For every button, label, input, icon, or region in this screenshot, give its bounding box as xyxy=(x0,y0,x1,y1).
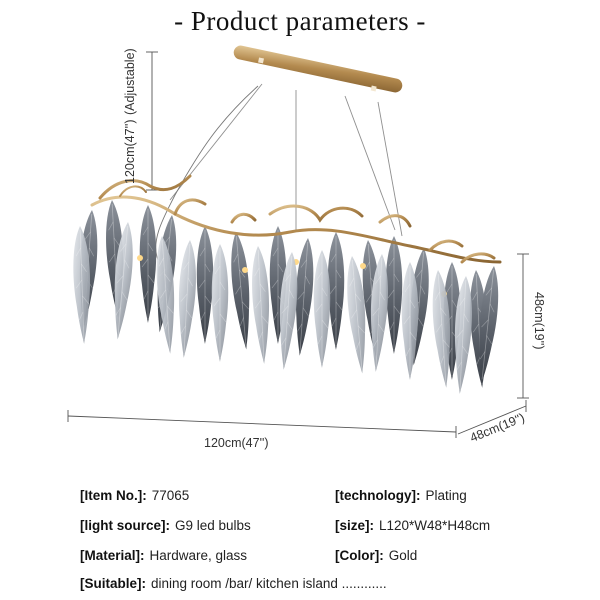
suspension-cables xyxy=(155,83,403,261)
spec-color: [Color]: Gold xyxy=(335,548,417,563)
product-specs: [Item No.]: 77065 [technology]: Plating [l… xyxy=(0,482,600,600)
height-value: 120cm(47'') xyxy=(123,119,137,184)
spec-label: [Item No.]: xyxy=(80,488,147,503)
spec-value: Gold xyxy=(388,548,418,563)
spec-material: [Material]: Hardware, glass xyxy=(80,548,247,563)
spec-value: Plating xyxy=(425,488,467,503)
spec-value: G9 led bulbs xyxy=(175,518,251,533)
height-note: (Adjustable) xyxy=(123,48,137,116)
spec-value: L120*W48*H48cm xyxy=(379,518,491,533)
height-dimension-label: 120cm(47'') (Adjustable) xyxy=(100,48,160,183)
spec-technology: [technology]: Plating xyxy=(335,488,467,503)
ceiling-canopy xyxy=(233,45,403,93)
length-dimension-label: 120cm(47'') xyxy=(204,436,269,450)
spec-label: [Color]: xyxy=(335,548,384,563)
spec-item-no: [Item No.]: 77065 xyxy=(80,488,189,503)
spec-value: 77065 xyxy=(151,488,190,503)
page-title: - Product parameters - xyxy=(174,6,426,36)
spec-value: dining room /bar/ kitchen island .......… xyxy=(151,576,387,591)
dimension-lines xyxy=(67,51,529,438)
gold-frame xyxy=(90,174,502,264)
spec-light-source: [light source]: G9 led bulbs xyxy=(80,518,251,533)
spec-suitable: [Suitable]: dining room /bar/ kitchen isl… xyxy=(80,576,387,591)
spec-label: [Material]: xyxy=(80,548,145,563)
spec-label: [Suitable]: xyxy=(80,576,146,591)
spec-value: Hardware, glass xyxy=(149,548,248,563)
spec-size: [size]: L120*W48*H48cm xyxy=(335,518,490,533)
spec-label: [technology]: xyxy=(335,488,421,503)
body-height-dimension-label: 48cm(19'') xyxy=(532,292,546,350)
spec-label: [light source]: xyxy=(80,518,170,533)
spec-label: [size]: xyxy=(335,518,375,533)
chandelier-illustration xyxy=(67,45,529,438)
